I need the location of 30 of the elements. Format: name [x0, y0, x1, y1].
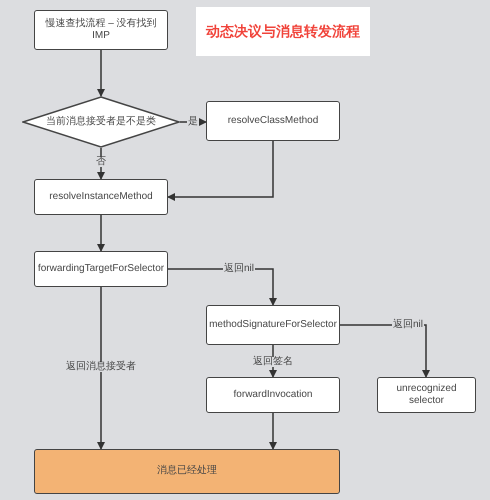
process-box	[377, 377, 476, 413]
edge-label: 返回nil	[223, 264, 255, 274]
edge-label: 是	[187, 117, 199, 127]
node-label: methodSignatureForSelector	[209, 318, 337, 332]
edge-label: 返回签名	[252, 357, 294, 367]
arrow	[97, 287, 105, 450]
process-box	[206, 101, 340, 141]
arrow	[269, 413, 277, 450]
process-box	[34, 251, 168, 287]
process-box	[34, 449, 340, 494]
node-label: forwardingTargetForSelector	[38, 262, 164, 276]
node-label: resolveInstanceMethod	[49, 190, 153, 204]
process-box	[206, 377, 340, 413]
process-box	[34, 10, 168, 50]
node-label: resolveClassMethod	[228, 114, 318, 128]
arrow	[167, 141, 274, 201]
process-box	[206, 305, 340, 345]
node-label: forwardInvocation	[234, 388, 312, 402]
node-label: 慢速查找流程 – 没有找到IMP	[44, 18, 158, 42]
arrow	[97, 50, 105, 97]
edge-label: 否	[95, 157, 107, 167]
node-label: 消息已经处理	[157, 465, 217, 478]
edge-label: 返回nil	[392, 320, 424, 330]
decision-diamond	[22, 96, 180, 148]
title: 动态决议与消息转发流程	[206, 22, 360, 41]
node-label: 当前消息接受者是不是类	[46, 116, 156, 128]
arrow	[97, 215, 105, 252]
process-box	[34, 179, 168, 215]
node-label: unrecognized selector	[395, 382, 458, 408]
edge-label: 返回消息接受者	[65, 362, 137, 372]
